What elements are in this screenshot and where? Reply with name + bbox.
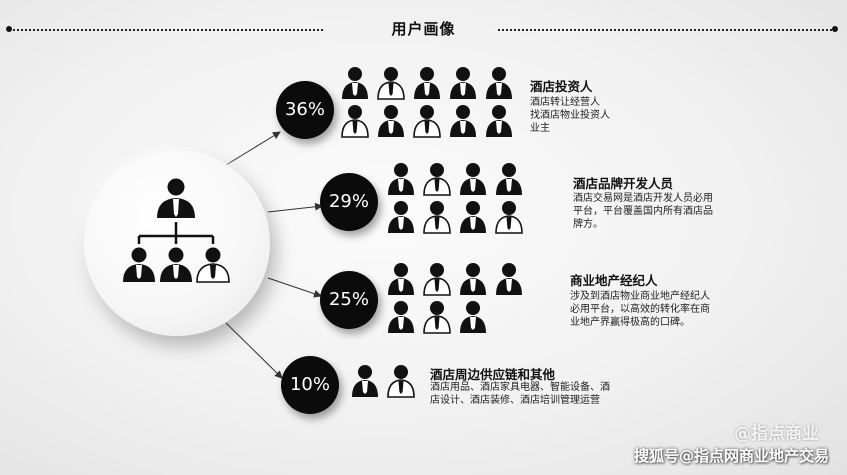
person-icon [386, 300, 416, 334]
person-icon [412, 66, 442, 100]
percent-badge-tier-3: 25% [320, 271, 378, 329]
person-icon [494, 200, 524, 234]
tier-description-2: 酒店交易网是酒店开发人员必用 平台，平台覆盖国内所有酒店品 牌方。 [573, 193, 713, 230]
watermark: @指点商业 搜狐号@指点网商业地产交易 [633, 424, 829, 466]
person-icon [412, 104, 442, 138]
person-icon [494, 162, 524, 196]
person-icon [448, 66, 478, 100]
person-icon [386, 200, 416, 234]
tier-description-1: 酒店转让经营人 找酒店物业投资人 业主 [530, 97, 610, 134]
arrow-to-tier-2 [267, 202, 323, 213]
person-icon [422, 300, 452, 334]
person-icon [350, 364, 380, 398]
person-icon [386, 364, 416, 398]
line-end-dot [832, 26, 838, 32]
person-icon [376, 66, 406, 100]
line-end-dot [6, 26, 12, 32]
person-icon [448, 104, 478, 138]
watermark-main: 搜狐号@指点网商业地产交易 [633, 447, 829, 465]
person-icon [422, 262, 452, 296]
tier-title-1: 酒店投资人 [530, 79, 593, 94]
person-icon [376, 104, 406, 138]
person-icon [340, 104, 370, 138]
person-icon [386, 162, 416, 196]
person-icon [422, 162, 452, 196]
person-icon [422, 200, 452, 234]
title-line-right [498, 26, 838, 32]
person-icon [340, 66, 370, 100]
person-icon [458, 162, 488, 196]
percent-badge-tier-4: 10% [281, 356, 339, 414]
tier-description-4: 酒店用品、酒店家具电器、智能设备、酒 店设计、酒店装修、酒店培训管理运营 [430, 382, 610, 406]
title-line-left [6, 26, 323, 32]
tier-title-4: 酒店周边供应链和其他 [430, 367, 556, 382]
person-icon [458, 300, 488, 334]
person-icon [484, 104, 514, 138]
person-icon [494, 262, 524, 296]
percent-badge-tier-2: 29% [320, 173, 378, 231]
page-title: 用户画像 [391, 20, 456, 38]
person-icon [458, 262, 488, 296]
tier-description-3: 涉及到酒店物业商业地产经纪人 必用平台，以高效的转化率在商 业地产界赢得极高的口… [570, 291, 710, 328]
watermark-faint: @指点商业 [734, 424, 819, 444]
hub-circle [84, 150, 270, 336]
tier-title-2: 酒店品牌开发人员 [573, 176, 674, 191]
person-icon [484, 66, 514, 100]
percent-badge-tier-1: 36% [276, 81, 334, 139]
person-icon [386, 262, 416, 296]
arrow-to-tier-4 [225, 322, 283, 379]
arrow-to-tier-3 [267, 277, 322, 298]
org-chart-icon [123, 178, 230, 283]
arrow-to-tier-1 [225, 131, 281, 166]
tier-title-3: 商业地产经纪人 [570, 273, 658, 288]
person-icon [458, 200, 488, 234]
